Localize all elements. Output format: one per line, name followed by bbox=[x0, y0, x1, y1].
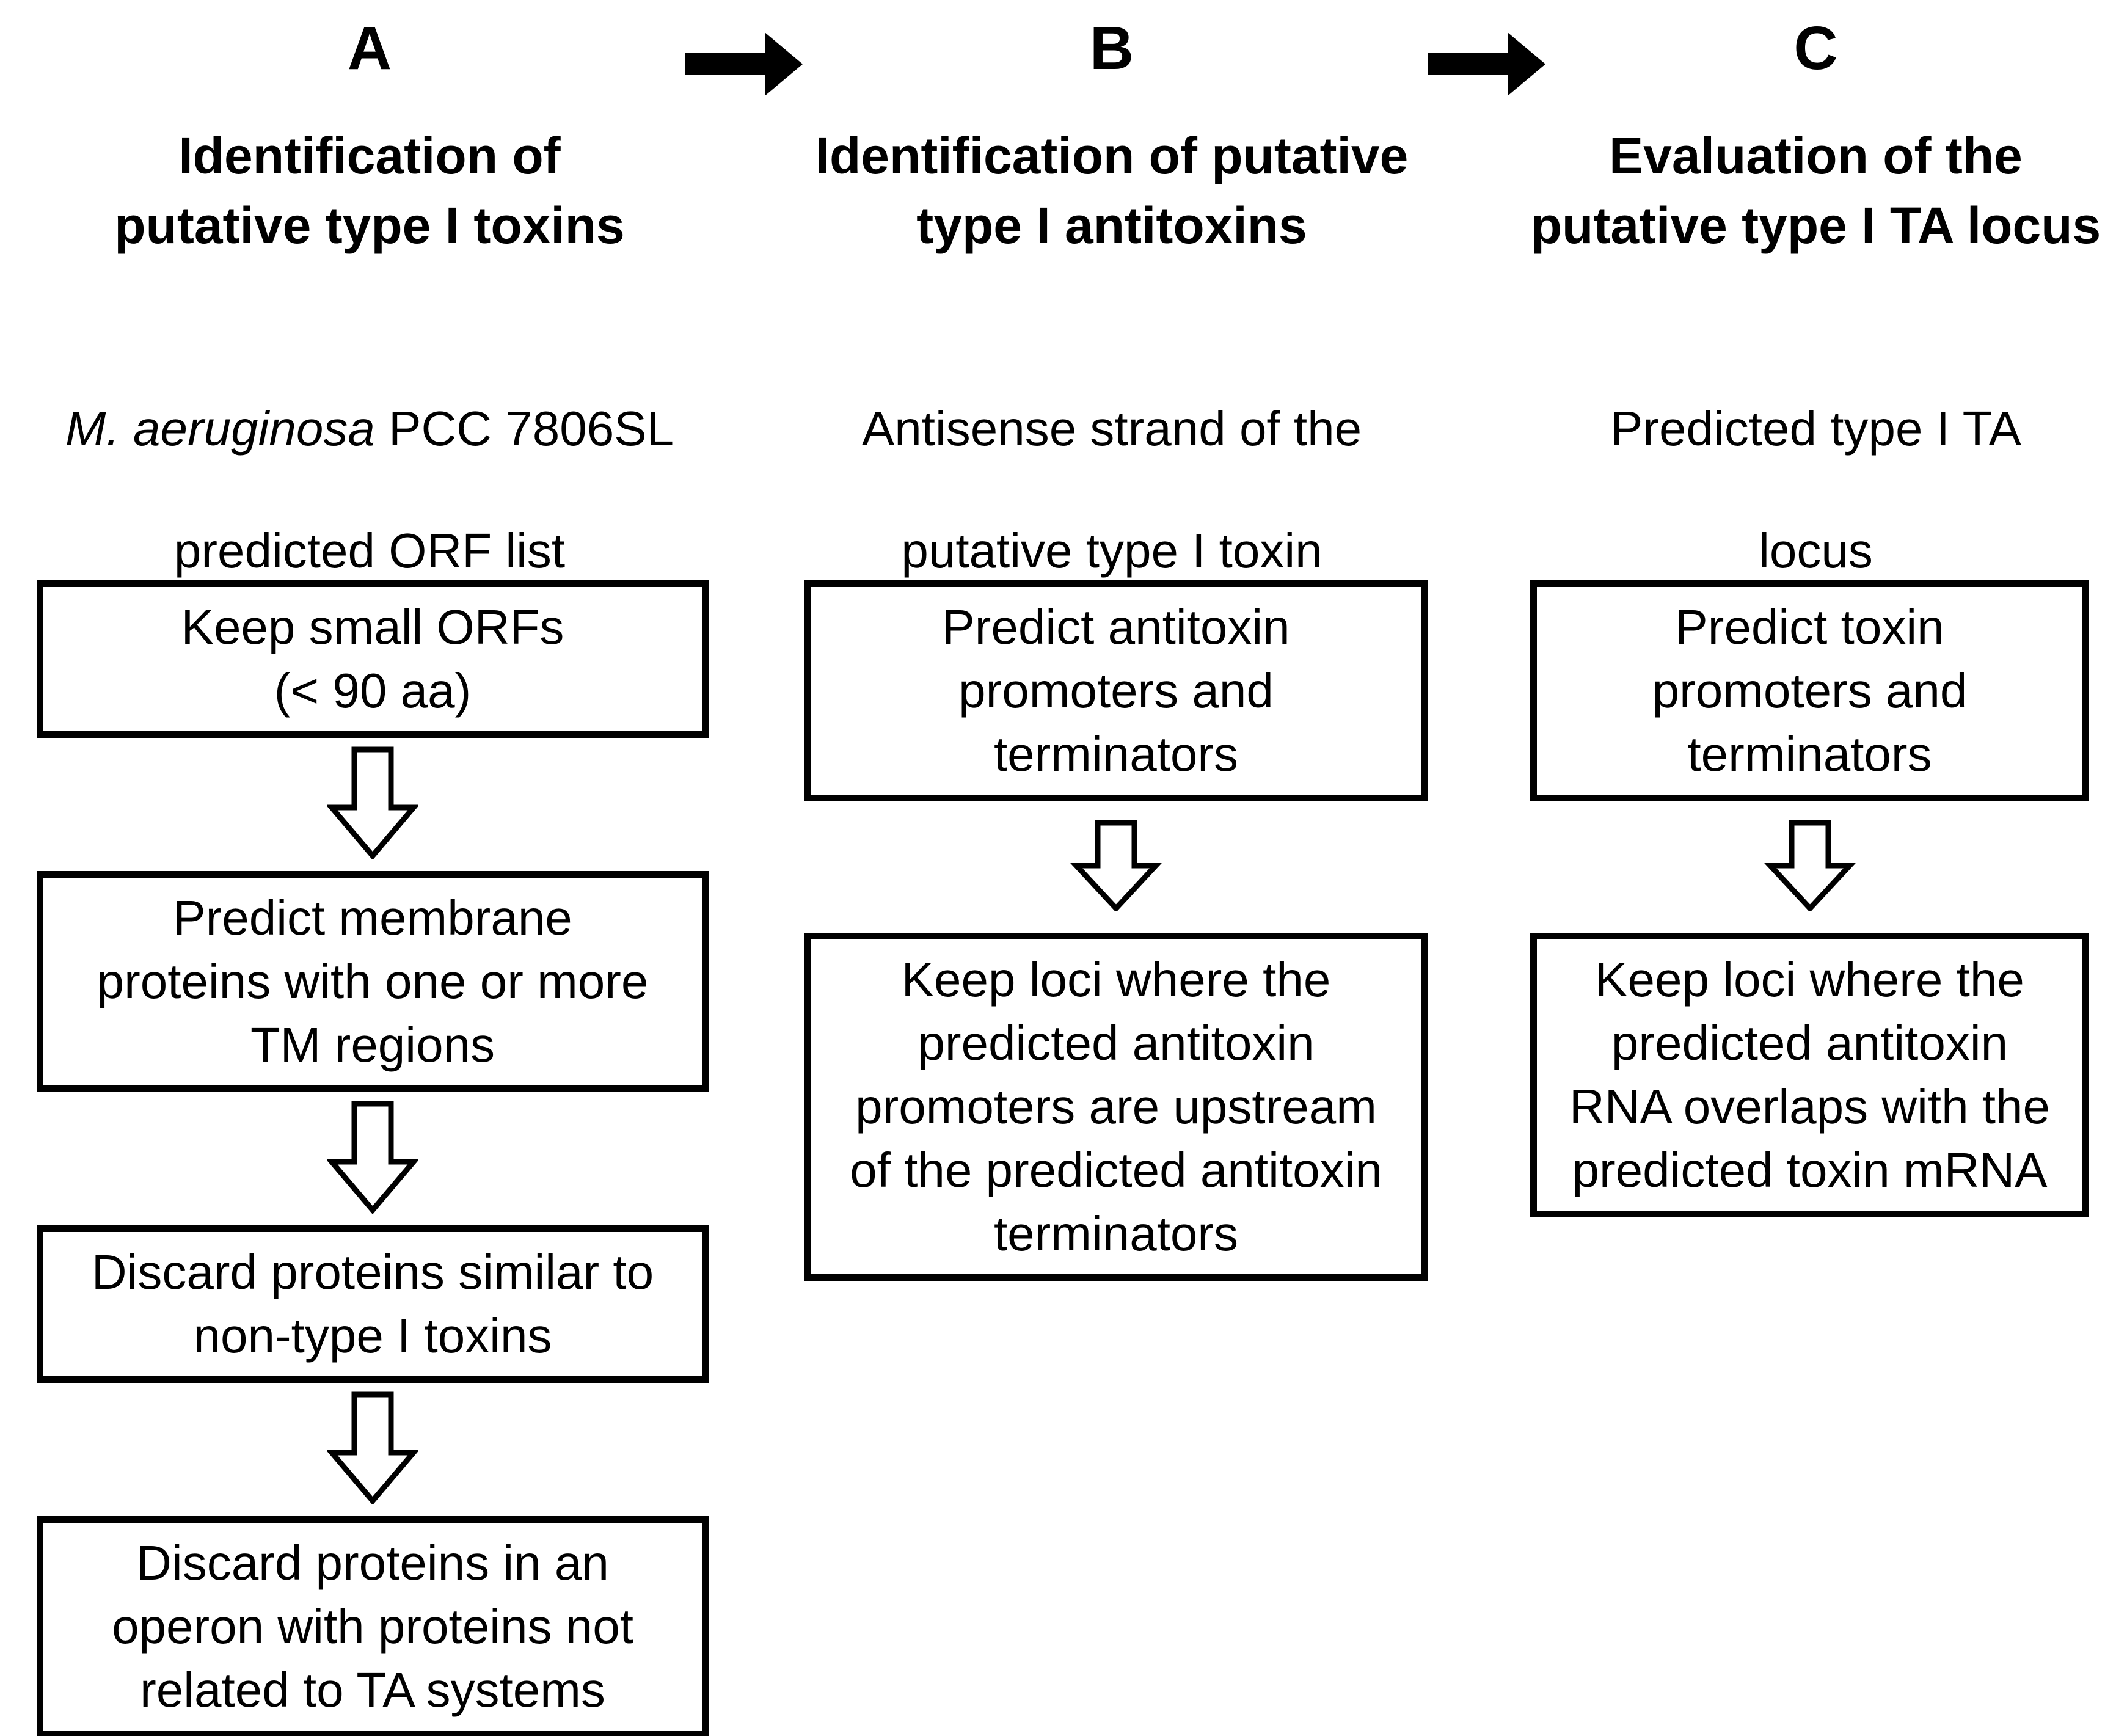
column-b-subtitle-line1: Antisense strand of the bbox=[861, 401, 1362, 456]
column-b-subtitle: Antisense strand of the putative type I … bbox=[800, 337, 1423, 643]
column-a-steps: Keep small ORFs (< 90 aa) Predict membra… bbox=[37, 580, 709, 1736]
column-a-subtitle-line1: M. aeruginosa PCC 7806SL bbox=[24, 398, 715, 459]
column-c-subtitle: Predicted type I TA locus bbox=[1527, 337, 2104, 643]
arrow-right-icon bbox=[685, 32, 803, 96]
arrow-down-icon bbox=[1764, 820, 1856, 913]
column-c-subtitle-line1: Predicted type I TA bbox=[1610, 401, 2021, 456]
step-box-b2: Keep loci where the predicted antitoxin … bbox=[804, 933, 1428, 1281]
flow-arrow-down bbox=[326, 746, 420, 863]
column-b-title: Identification of putative type I antito… bbox=[815, 127, 1409, 255]
panel-letter-a: A bbox=[347, 14, 392, 82]
strain-name: PCC 7806SL bbox=[374, 401, 674, 456]
arrow-down-icon bbox=[326, 1391, 420, 1505]
step-box-b1: Predict antitoxin promoters and terminat… bbox=[804, 580, 1428, 801]
column-a-title: Identification of putative type I toxins bbox=[114, 127, 625, 255]
flow-arrow-b-to-c bbox=[1428, 29, 1549, 103]
arrow-right-icon bbox=[1428, 32, 1545, 96]
column-b-steps: Predict antitoxin promoters and terminat… bbox=[804, 580, 1428, 1281]
flow-arrow-down bbox=[1070, 820, 1162, 914]
column-b-subtitle-line2: putative type I toxin bbox=[901, 523, 1322, 578]
panel-letter-b: B bbox=[1089, 14, 1134, 82]
column-a-subtitle: M. aeruginosa PCC 7806SL predicted ORF l… bbox=[24, 337, 715, 643]
step-box-a1: Keep small ORFs (< 90 aa) bbox=[37, 580, 709, 738]
column-c-title: Evaluation of the putative type I TA loc… bbox=[1530, 127, 2101, 255]
step-box-c2: Keep loci where the predicted antitoxin … bbox=[1530, 933, 2089, 1217]
flow-arrow-a-to-b bbox=[685, 29, 806, 103]
arrow-down-icon bbox=[326, 746, 420, 860]
column-c-steps: Predict toxin promoters and terminators … bbox=[1530, 580, 2089, 1217]
species-name: M. aeruginosa bbox=[65, 401, 375, 456]
column-a-subtitle-line2: predicted ORF list bbox=[173, 523, 566, 578]
arrow-down-icon bbox=[326, 1101, 420, 1214]
flow-arrow-down bbox=[1764, 820, 1856, 914]
step-box-a4: Discard proteins in an operon with prote… bbox=[37, 1516, 709, 1736]
step-box-a2: Predict membrane proteins with one or mo… bbox=[37, 871, 709, 1092]
arrow-down-icon bbox=[1070, 820, 1162, 913]
step-box-c1: Predict toxin promoters and terminators bbox=[1530, 580, 2089, 801]
panel-letter-c: C bbox=[1793, 14, 1838, 82]
column-c-subtitle-line2: locus bbox=[1759, 523, 1873, 578]
flow-arrow-down bbox=[326, 1391, 420, 1508]
step-box-a3: Discard proteins similar to non-type I t… bbox=[37, 1225, 709, 1383]
flow-arrow-down bbox=[326, 1101, 420, 1217]
